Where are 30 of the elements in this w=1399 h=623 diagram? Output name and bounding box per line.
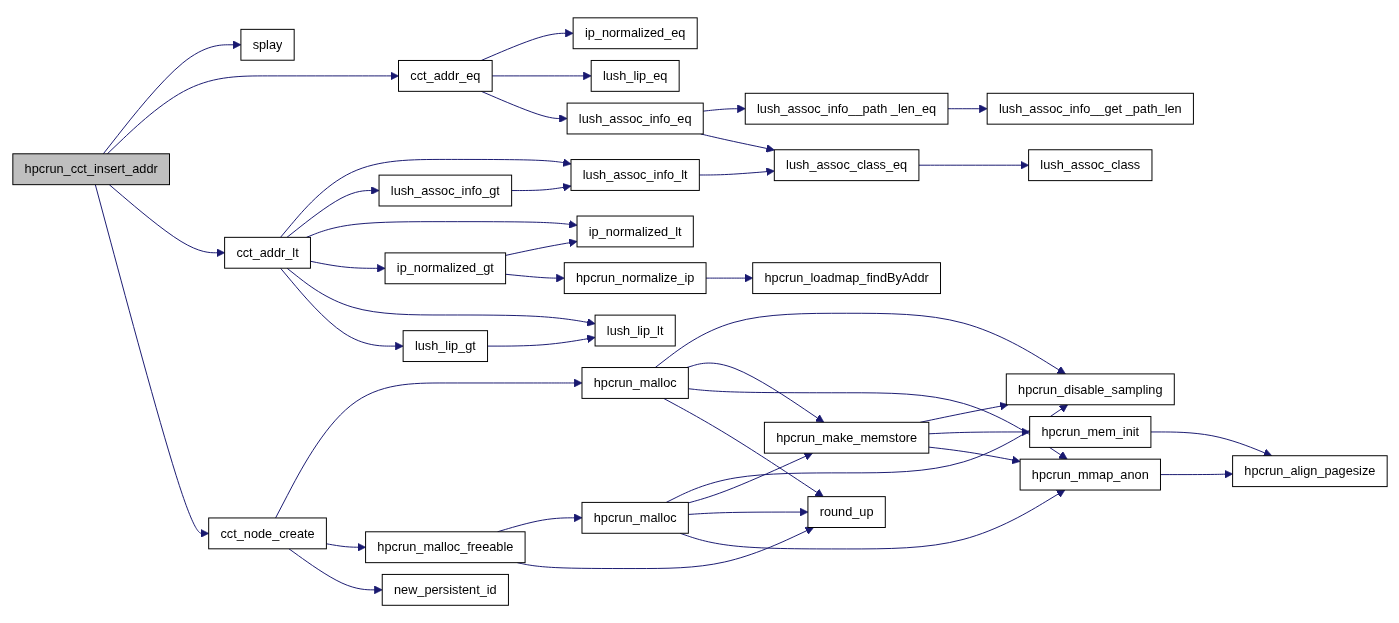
- node-box: hpcrun_align_pagesize: [1231, 455, 1388, 487]
- node-box: hpcrun_make_memstore: [763, 421, 929, 454]
- node-box: hpcrun_mmap_anon: [1019, 458, 1161, 491]
- node-box: hpcrun_mem_init: [1028, 416, 1151, 448]
- node-box: hpcrun_disable_sampling: [1005, 373, 1175, 406]
- node-box: hpcrun_cct_insert_addr: [11, 153, 170, 186]
- node-box: hpcrun_normalize_ip: [563, 262, 707, 294]
- node-box: cct_node_create: [207, 517, 327, 550]
- node-box: lush_lip_eq: [590, 59, 680, 92]
- node-box: hpcrun_malloc_freeable: [364, 531, 526, 564]
- node-box: ip_normalized_lt: [576, 215, 694, 248]
- node-box: lush_assoc_info__get _path_len: [986, 92, 1194, 125]
- node-box: lush_assoc_info_lt: [570, 159, 700, 191]
- node-box: lush_assoc_class_eq: [773, 149, 919, 182]
- node-box: lush_assoc_class: [1027, 149, 1152, 182]
- node-box: hpcrun_malloc: [581, 367, 689, 399]
- node-box: splay: [239, 28, 295, 61]
- node-box: lush_assoc_info_eq: [566, 102, 704, 135]
- node-box: round_up: [806, 496, 886, 528]
- node-box: ip_normalized_gt: [384, 252, 506, 285]
- node-box: hpcrun_loadmap_findByAddr: [751, 262, 941, 294]
- node-box: lush_lip_gt: [402, 330, 488, 362]
- node-box: lush_lip_lt: [594, 314, 676, 347]
- node-box: new_persistent_id: [381, 573, 509, 606]
- node-box: cct_addr_lt: [223, 236, 311, 269]
- node-box: cct_addr_eq: [397, 59, 493, 92]
- node-box: ip_normalized_eq: [572, 17, 698, 50]
- node-box: lush_assoc_info_gt: [378, 174, 512, 207]
- node-box: hpcrun_malloc: [581, 501, 689, 534]
- node-box: lush_assoc_info__path _len_eq: [744, 92, 948, 125]
